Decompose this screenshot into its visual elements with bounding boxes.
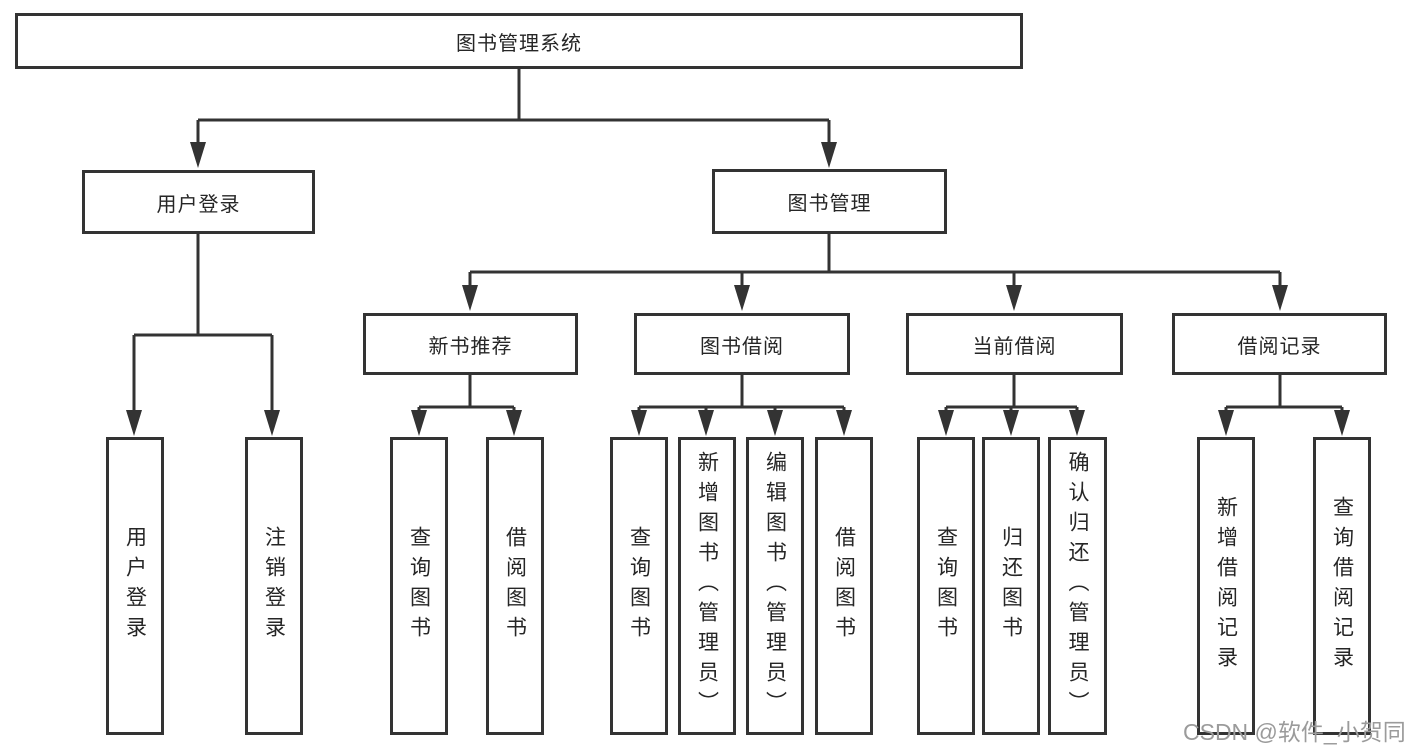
leaf-label: 查询图书	[627, 526, 651, 646]
leaf-add-books-admin: 新增图书（管理员）	[678, 437, 736, 735]
leaf-borrow-books: 借阅图书	[815, 437, 873, 735]
leaf-label: 新增图书（管理员）	[695, 451, 719, 721]
leaf-label: 注销登录	[262, 526, 286, 646]
node-label: 图书借阅	[700, 335, 784, 358]
node-library-management-system: 图书管理系统	[15, 13, 1023, 69]
leaf-edit-books-admin: 编辑图书（管理员）	[746, 437, 804, 735]
leaf-logout: 注销登录	[245, 437, 303, 735]
leaf-add-borrow-record: 新增借阅记录	[1197, 437, 1255, 735]
node-borrow-records: 借阅记录	[1172, 313, 1387, 375]
leaf-confirm-return-admin: 确认归还（管理员）	[1048, 437, 1107, 735]
node-label: 用户登录	[156, 193, 241, 216]
leaf-query-borrow-record: 查询借阅记录	[1313, 437, 1371, 735]
leaf-query-books-recommend: 查询图书	[390, 437, 448, 735]
leaf-user-login: 用户登录	[106, 437, 164, 735]
leaf-label: 查询图书	[407, 526, 431, 646]
node-book-management: 图书管理	[712, 169, 947, 234]
node-book-borrowing: 图书借阅	[634, 313, 850, 375]
leaf-return-books: 归还图书	[982, 437, 1040, 735]
node-label: 借阅记录	[1237, 335, 1322, 358]
node-label: 图书管理	[787, 193, 872, 215]
node-user-login-branch: 用户登录	[82, 170, 315, 234]
node-label: 新书推荐	[428, 335, 513, 358]
leaf-label: 编辑图书（管理员）	[763, 451, 787, 721]
leaf-label: 查询借阅记录	[1330, 496, 1354, 676]
leaf-label: 借阅图书	[503, 526, 527, 646]
leaf-label: 新增借阅记录	[1214, 496, 1238, 676]
leaf-label: 用户登录	[123, 526, 147, 646]
node-label: 图书管理系统	[456, 32, 582, 55]
node-label: 当前借阅	[972, 335, 1057, 358]
leaf-query-books-borrow: 查询图书	[610, 437, 668, 735]
leaf-label: 确认归还（管理员）	[1066, 451, 1089, 721]
leaf-query-books-current: 查询图书	[917, 437, 975, 735]
csdn-watermark: CSDN @软件_小贺同学	[1183, 719, 1405, 745]
leaf-label: 查询图书	[934, 526, 958, 646]
leaf-label: 借阅图书	[832, 526, 856, 646]
node-new-book-recommend: 新书推荐	[363, 313, 578, 375]
leaf-borrow-books-recommend: 借阅图书	[486, 437, 544, 735]
node-current-borrowing: 当前借阅	[906, 313, 1123, 375]
leaf-label: 归还图书	[999, 526, 1023, 646]
